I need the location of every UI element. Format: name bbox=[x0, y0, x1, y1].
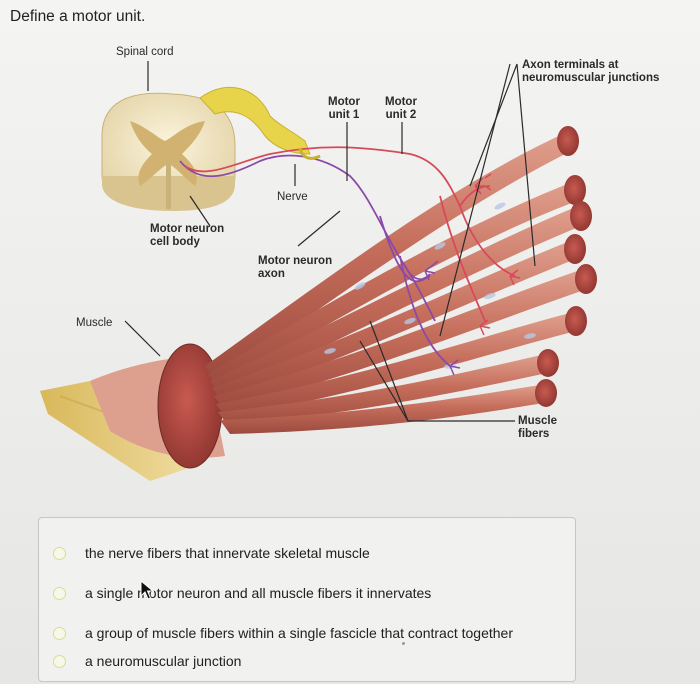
option-4[interactable]: a neuromuscular junction bbox=[39, 649, 559, 673]
label-muscle: Muscle bbox=[76, 317, 113, 329]
spinal-cord-cross-section bbox=[101, 92, 236, 211]
label-muscle-fibers: Muscle fibers bbox=[518, 415, 557, 440]
option-1[interactable]: the nerve fibers that innervate skeletal… bbox=[39, 541, 559, 565]
motor-unit-illustration bbox=[40, 61, 597, 481]
radio-button-icon[interactable] bbox=[53, 586, 66, 600]
option-3-text: a group of muscle fibers within a single… bbox=[85, 625, 513, 641]
option-3[interactable]: a group of muscle fibers within a single… bbox=[39, 621, 559, 645]
stray-dot bbox=[402, 642, 405, 645]
label-motor-neuron-axon: Motor neuron axon bbox=[258, 255, 333, 280]
motor-unit-2-axon bbox=[184, 146, 516, 322]
option-2[interactable]: a single motor neuron and all muscle fib… bbox=[39, 581, 559, 605]
label-axon-terminals: Axon terminals at neuromuscular junction… bbox=[522, 59, 660, 84]
muscle-fibers bbox=[205, 126, 597, 434]
radio-button-icon[interactable] bbox=[53, 546, 66, 560]
option-4-text: a neuromuscular junction bbox=[85, 653, 242, 669]
radio-button-icon[interactable] bbox=[53, 626, 66, 640]
label-motor-neuron-cell-body: Motor neuron cell body bbox=[150, 223, 225, 248]
leader-lines bbox=[124, 61, 536, 422]
option-1-text: the nerve fibers that innervate skeletal… bbox=[85, 545, 370, 561]
spinal-nerve bbox=[199, 86, 311, 155]
neuromuscular-junctions bbox=[424, 173, 521, 376]
question-text: Define a motor unit. bbox=[10, 8, 146, 25]
label-spinal-cord: Spinal cord bbox=[116, 46, 174, 58]
option-2-text: a single motor neuron and all muscle fib… bbox=[85, 585, 432, 601]
label-motor-unit-2: Motor unit 2 bbox=[385, 96, 417, 121]
answer-options: the nerve fibers that innervate skeletal… bbox=[38, 517, 576, 682]
nerve-bundle bbox=[298, 147, 321, 160]
motor-unit-diagram: Spinal cord Motor unit 1 Motor unit 2 Ax… bbox=[30, 36, 695, 496]
label-motor-unit-1: Motor unit 1 bbox=[328, 96, 360, 121]
label-nerve: Nerve bbox=[277, 191, 308, 203]
mouse-pointer-icon bbox=[140, 580, 154, 600]
radio-button-icon[interactable] bbox=[53, 654, 66, 668]
muscle-belly bbox=[90, 343, 225, 469]
